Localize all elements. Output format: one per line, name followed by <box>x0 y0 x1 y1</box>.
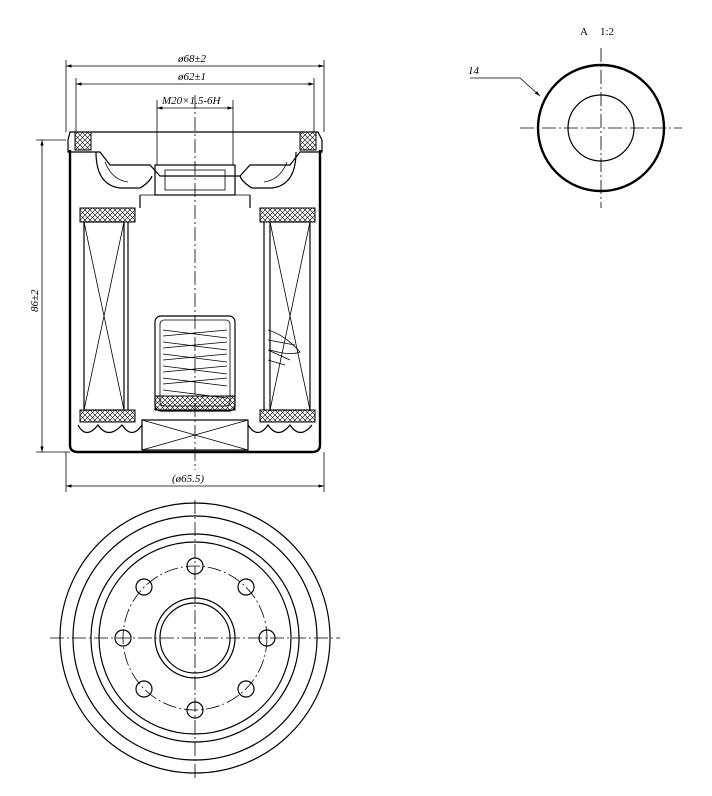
dim-thread: M20×1.5-6H <box>156 95 234 165</box>
gasket-right <box>299 131 317 151</box>
detail-scale: 1:2 <box>600 26 614 38</box>
detail-view-a: A 1:2 14 <box>468 26 682 208</box>
end-cap-bottom-left <box>79 409 136 423</box>
end-cap-top-right <box>259 207 316 223</box>
svg-text:ø68±2: ø68±2 <box>177 53 207 65</box>
end-cap-bottom-right <box>259 409 316 423</box>
detail-label: A <box>580 26 588 38</box>
callout-number: 14 <box>468 65 480 77</box>
dim-gasket-diameter: ø62±1 <box>75 71 315 132</box>
bottom-view <box>50 500 340 780</box>
svg-text:86±2: 86±2 <box>29 289 41 312</box>
side-section-view: ø68±2 ø62±1 M20×1.5-6H 86±2 (ø65 <box>29 53 325 492</box>
dim-height: 86±2 <box>29 139 70 453</box>
anti-drain-valve <box>267 329 301 366</box>
top-cover <box>67 131 323 177</box>
dim-outer-diameter: ø68±2 <box>65 53 325 132</box>
seal-lip <box>95 151 153 189</box>
filter-media-left <box>83 221 129 411</box>
dim-body-diameter: (ø65.5) <box>65 452 325 492</box>
svg-text:ø62±1: ø62±1 <box>177 71 206 83</box>
filter-media-right <box>263 221 311 411</box>
svg-text:(ø65.5): (ø65.5) <box>172 473 204 485</box>
svg-text:M20×1.5-6H: M20×1.5-6H <box>161 95 221 107</box>
end-cap-top-left <box>79 207 136 223</box>
gasket-left <box>74 131 92 151</box>
bottom-spring-plate <box>77 423 313 434</box>
